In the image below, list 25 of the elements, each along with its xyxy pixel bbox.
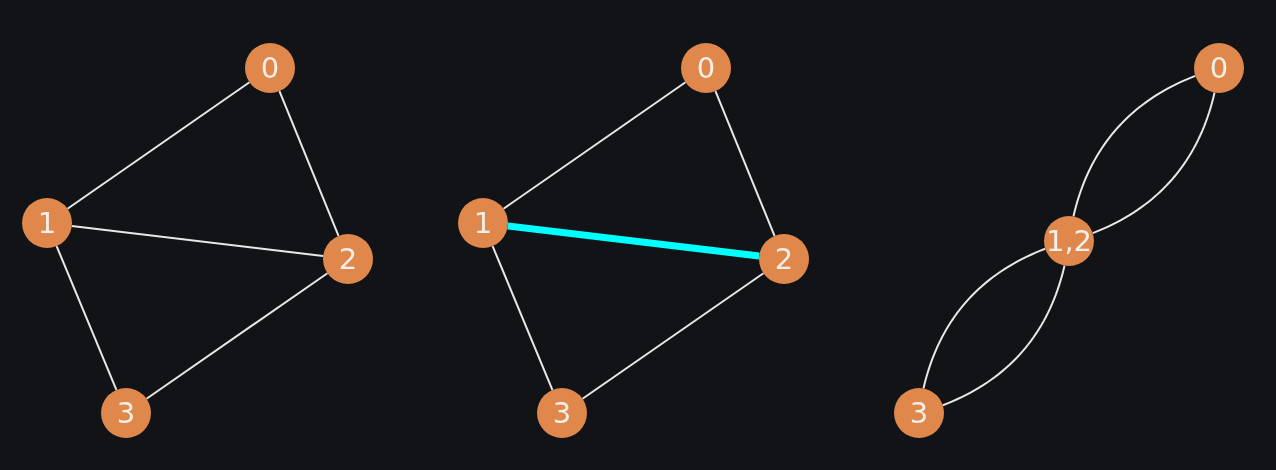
- graph-node: 3: [537, 388, 587, 438]
- graph-edge: [491, 245, 554, 391]
- graph-node: 0: [245, 43, 295, 93]
- graph-edge: [502, 81, 687, 210]
- highlighted-edge: [507, 222, 760, 260]
- graph-node: 2: [759, 234, 809, 284]
- graph-edge: [581, 272, 765, 400]
- graph-edge: [145, 272, 329, 400]
- graph-edge: [941, 264, 1066, 407]
- graph-node: 0: [681, 43, 731, 93]
- graph-node: 1: [458, 198, 508, 248]
- graph-edge: [278, 90, 340, 237]
- graph-edge: [922, 247, 1047, 390]
- graph-node: 3: [894, 388, 944, 438]
- graph-node: 0: [1194, 43, 1244, 93]
- graph-node: 3: [101, 388, 151, 438]
- graph-edge: [66, 81, 251, 210]
- graph-edge: [1091, 91, 1216, 235]
- graph-edge: [714, 90, 776, 237]
- graph-node: 2: [323, 234, 373, 284]
- graph-edge: [1072, 74, 1197, 218]
- graph-edge: [70, 224, 325, 258]
- graph-edge: [55, 245, 118, 391]
- graph-node: 1,2: [1044, 216, 1094, 266]
- graph-node: 1: [22, 198, 72, 248]
